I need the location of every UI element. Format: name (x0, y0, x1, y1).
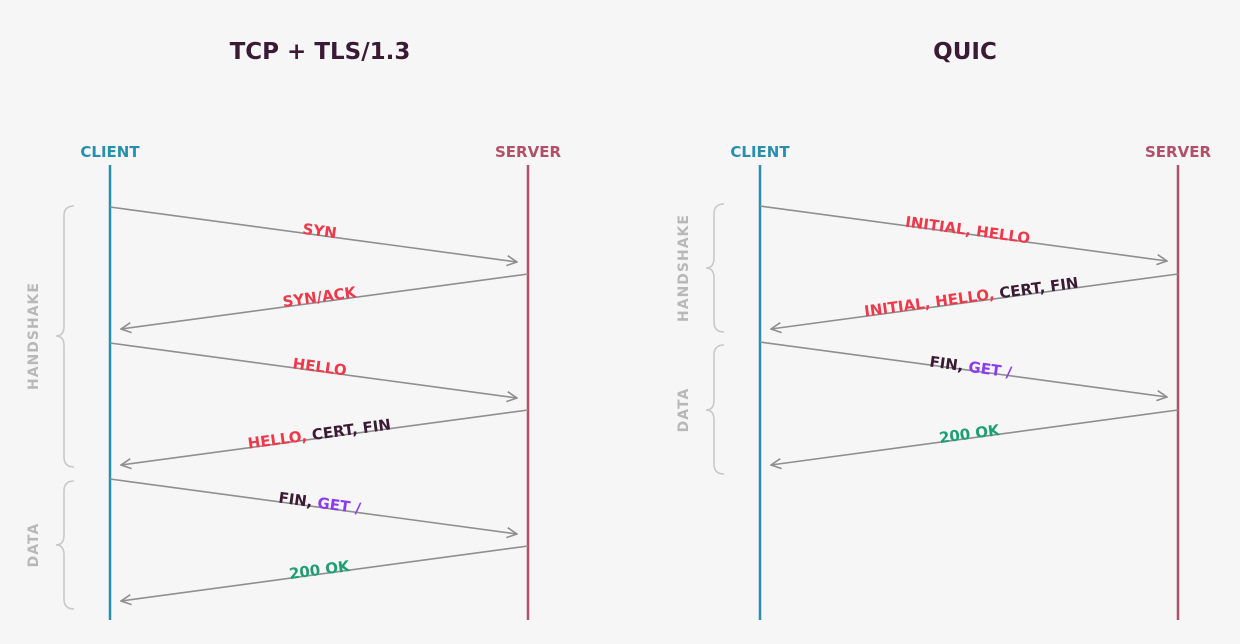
message-label: INITIAL, HELLO, CERT, FIN (863, 274, 1079, 321)
message-syn-ack: SYN/ACK (121, 273, 529, 329)
quic-panel: QUIC CLIENT SERVER HANDSHAKE DATA INITIA… (676, 39, 1211, 620)
message-arrow (121, 273, 529, 329)
message-200-ok: 200 OK (771, 409, 1179, 465)
tcp-tls-panel: TCP + TLS/1.3 CLIENT SERVER HANDSHAKE DA… (26, 39, 561, 620)
message-fin-get: FIN, GET / (759, 341, 1167, 397)
handshake-bracket (705, 203, 725, 333)
message-arrow (109, 342, 517, 398)
message-label: FIN, GET / (277, 489, 362, 518)
message-arrow (771, 273, 1179, 329)
message-label: SYN (302, 220, 338, 242)
message-arrow (771, 409, 1179, 465)
message-label: HELLO, CERT, FIN (247, 415, 392, 452)
message-arrow (109, 478, 517, 534)
panel-title: TCP + TLS/1.3 (230, 39, 411, 65)
phase-label-handshake: HANDSHAKE (676, 214, 692, 322)
message-syn: SYN (109, 206, 517, 262)
message-label: 200 OK (938, 421, 1002, 447)
message-arrow (759, 205, 1167, 261)
phase-label-data: DATA (26, 523, 42, 568)
message-label: SYN/ACK (281, 283, 358, 311)
data-bracket (705, 344, 725, 475)
message-hello: HELLO (109, 342, 517, 398)
client-label: CLIENT (730, 143, 790, 161)
message-initial-hello: INITIAL, HELLO (759, 205, 1167, 261)
message-initial-hello-cert-fin: INITIAL, HELLO, CERT, FIN (771, 273, 1179, 329)
message-hello-cert-fin: HELLO, CERT, FIN (121, 409, 529, 465)
message-label: FIN, GET / (928, 353, 1013, 382)
message-label: HELLO (292, 354, 348, 379)
server-label: SERVER (1145, 143, 1211, 161)
message-arrow (109, 206, 517, 262)
data-bracket (55, 480, 75, 610)
server-label: SERVER (495, 143, 561, 161)
message-200-ok: 200 OK (121, 545, 529, 601)
message-arrow (121, 545, 529, 601)
panel-title: QUIC (933, 39, 997, 65)
client-label: CLIENT (80, 143, 140, 161)
message-arrow (121, 409, 529, 465)
message-label: INITIAL, HELLO (904, 213, 1031, 248)
message-label: 200 OK (288, 557, 352, 583)
message-arrow (759, 341, 1167, 397)
message-fin-get: FIN, GET / (109, 478, 517, 534)
phase-label-handshake: HANDSHAKE (26, 282, 42, 390)
handshake-bracket (55, 205, 75, 468)
phase-label-data: DATA (676, 388, 692, 433)
